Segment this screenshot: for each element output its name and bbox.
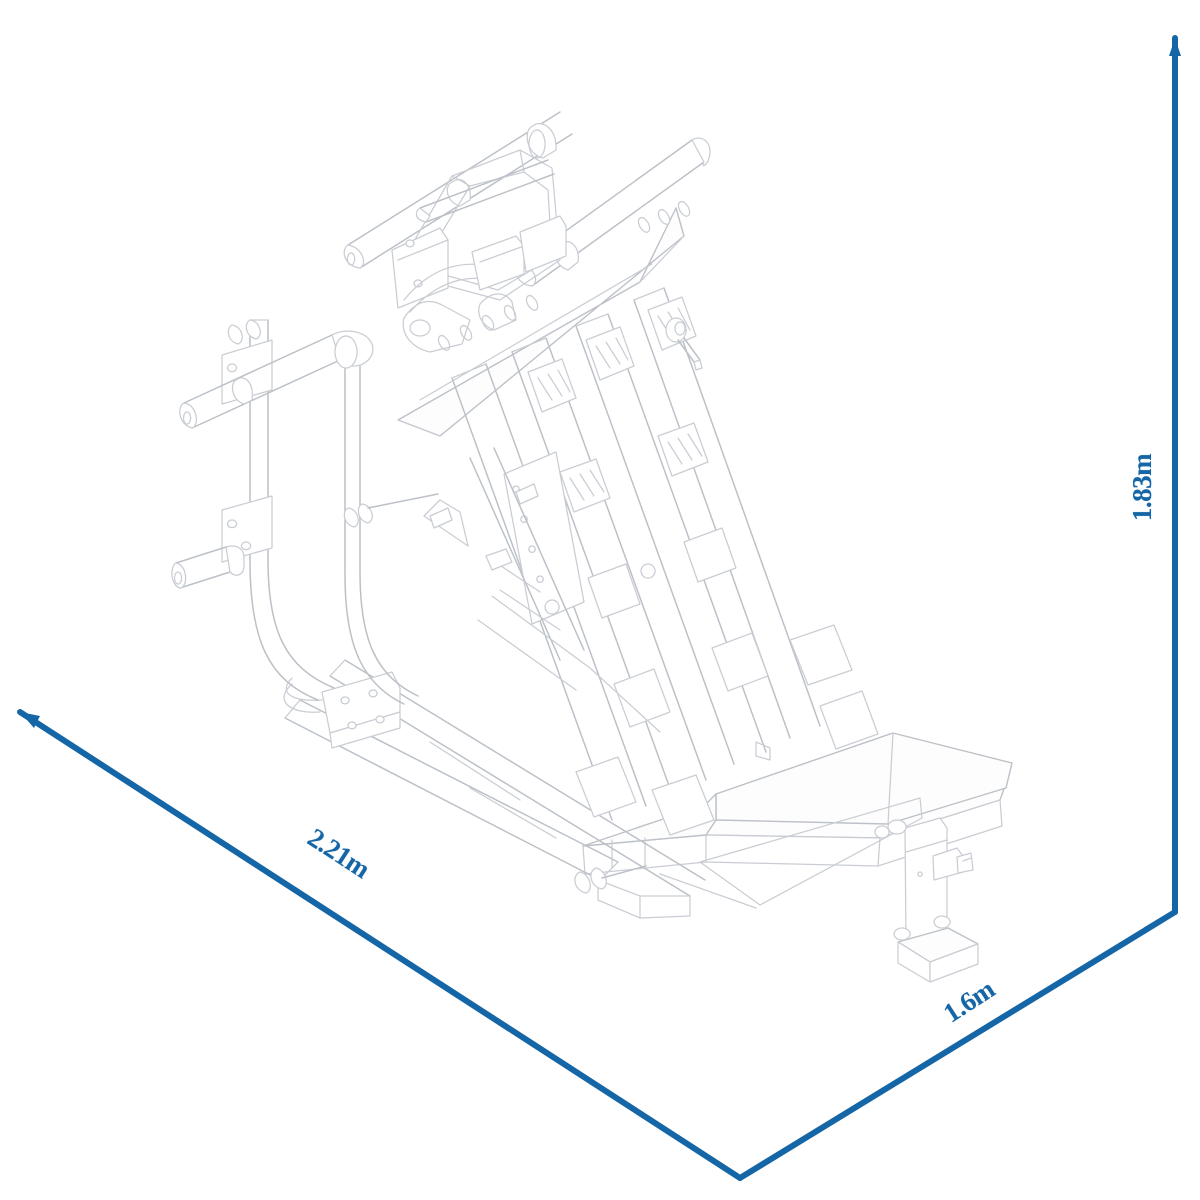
safety-pin <box>665 317 703 371</box>
width-dimension-line <box>737 909 1178 1181</box>
weight-horn-lower-left <box>171 545 245 589</box>
cross-struts <box>227 319 561 631</box>
adjustment-hole-row-upper <box>637 201 691 233</box>
depth-line-arrowhead <box>20 712 40 728</box>
base-frame-rail <box>283 659 706 919</box>
depth-dimension-line <box>17 709 743 1181</box>
hardware-details <box>429 483 771 894</box>
seat-support-post <box>874 817 979 983</box>
sled-carriage-plate <box>397 201 691 437</box>
upper-pivot-linkage <box>391 149 567 313</box>
height-line-arrowhead <box>1169 38 1181 56</box>
weight-horn-mid-left <box>179 330 374 429</box>
